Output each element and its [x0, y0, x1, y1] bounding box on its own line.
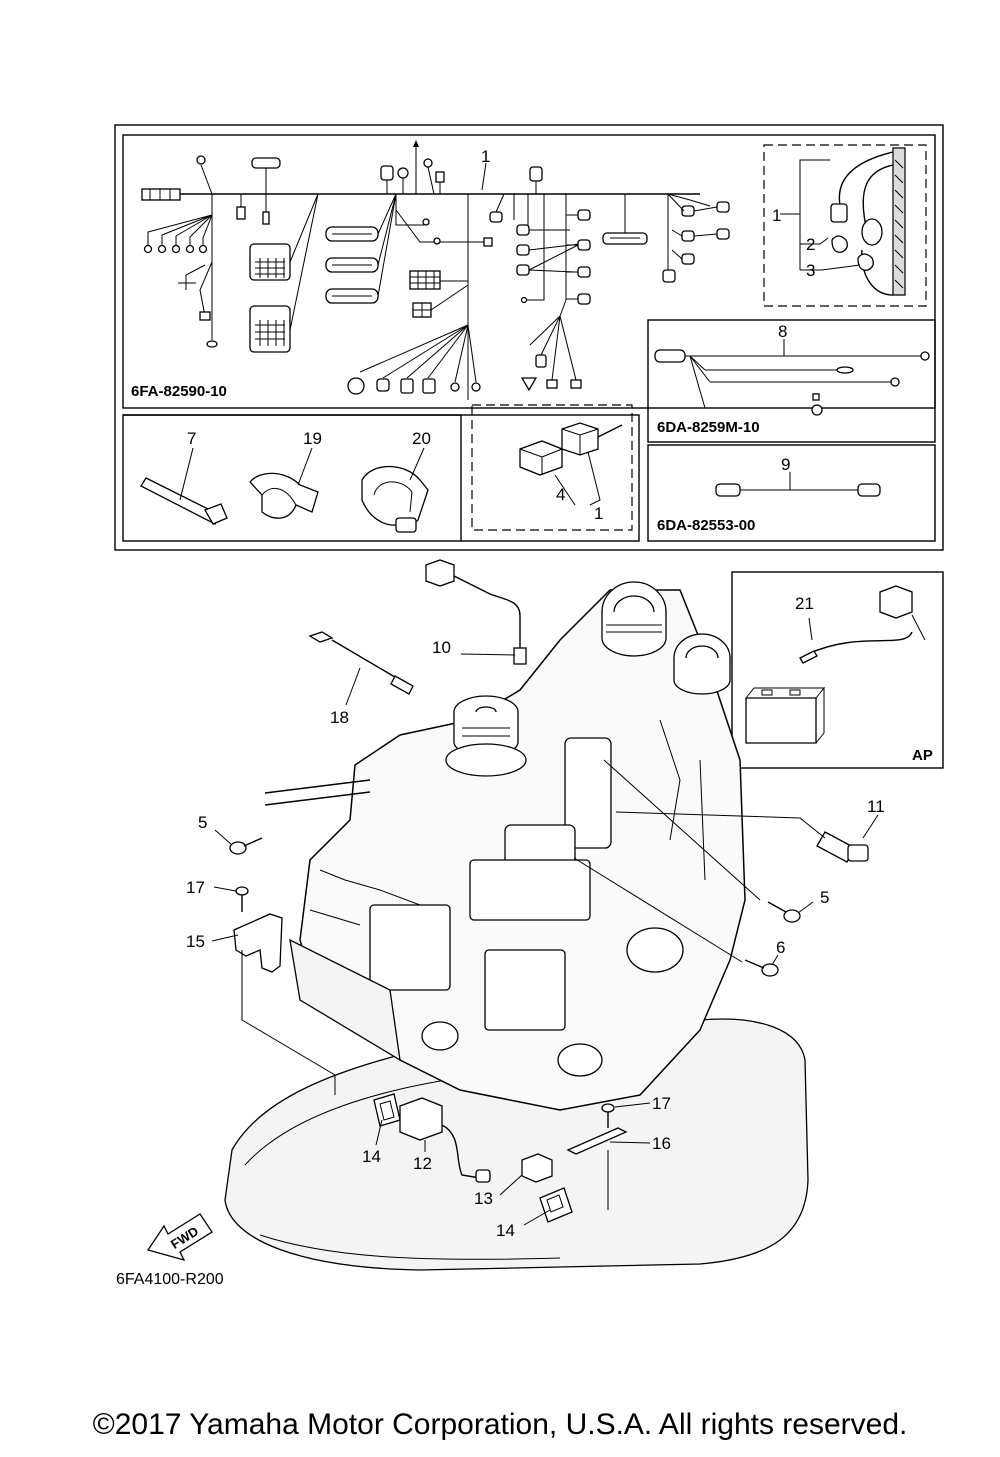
callout-7: 7 [187, 429, 196, 448]
bolt-5-right[interactable] [767, 901, 801, 923]
callout-5-right: 5 [820, 888, 829, 907]
leader-lines [179, 159, 879, 1226]
outboard-engine [224, 581, 809, 1271]
callout-1-battery: 1 [772, 206, 781, 225]
clamp-19[interactable] [249, 472, 319, 519]
callout-10: 10 [432, 638, 451, 657]
battery-cable-set[interactable] [830, 147, 906, 296]
relay-4[interactable] [519, 422, 623, 506]
grommet-14-lower[interactable] [539, 1187, 573, 1223]
callout-18: 18 [330, 708, 349, 727]
clamp-20[interactable] [361, 466, 429, 533]
callout-17-upper: 17 [186, 878, 205, 897]
battery-lead-21[interactable] [799, 585, 926, 664]
kit-code-8: 6DA-8259M-10 [657, 419, 760, 436]
bracket-15[interactable] [233, 913, 283, 973]
callout-1-relay: 1 [594, 504, 603, 523]
temp-sensor-10[interactable] [425, 559, 527, 665]
callout-6: 6 [776, 938, 785, 957]
callout-14-upper: 14 [362, 1147, 381, 1166]
callout-3: 3 [806, 261, 815, 280]
callout-2: 2 [806, 235, 815, 254]
kit-code-main: 6FA-82590-10 [131, 383, 227, 400]
pressure-sensor-11[interactable] [816, 831, 869, 863]
cable-tie-7[interactable] [140, 477, 228, 525]
switch-12[interactable] [399, 1097, 491, 1183]
callout-20: 20 [412, 429, 431, 448]
accessory-box [731, 571, 944, 769]
sensor-18[interactable] [308, 631, 414, 695]
cap-13[interactable] [521, 1153, 553, 1183]
kit-frame [114, 124, 944, 551]
callout-5-left: 5 [198, 813, 207, 832]
bolt-6[interactable] [744, 959, 779, 977]
callout-14-lower: 14 [496, 1221, 515, 1240]
diagram-code: 6FA4100-R200 [116, 1271, 224, 1288]
kit-codes: 6FA-82590-10 6DA-8259M-10 6DA-82553-00 A… [131, 383, 933, 764]
sub-harness-9[interactable] [715, 483, 881, 497]
bracket-16[interactable] [566, 1127, 628, 1155]
bolt-17-lower[interactable] [601, 1103, 615, 1128]
callout-16: 16 [652, 1134, 671, 1153]
grommet-14-upper[interactable] [373, 1093, 401, 1127]
callout-11: 11 [867, 797, 885, 816]
ap-label: AP [912, 747, 933, 764]
bolt-17-upper[interactable] [235, 886, 249, 912]
bolt-5-left[interactable] [229, 837, 263, 855]
copyright-notice: ©2017 Yamaha Motor Corporation, U.S.A. A… [92, 1408, 908, 1441]
callout-15: 15 [186, 932, 205, 951]
callout-13: 13 [474, 1189, 493, 1208]
kit-code-9: 6DA-82553-00 [657, 517, 755, 534]
callout-17-lower: 17 [652, 1094, 671, 1113]
callout-1-main: 1 [481, 147, 490, 166]
callout-4: 4 [556, 485, 565, 504]
callout-21: 21 [795, 594, 814, 613]
main-wire-harness[interactable] [141, 140, 730, 400]
callout-12: 12 [413, 1154, 432, 1173]
callout-8: 8 [778, 322, 787, 341]
sub-harness-8[interactable] [654, 349, 930, 416]
callout-9: 9 [781, 455, 790, 474]
callout-numbers: 1 1 2 3 8 9 4 1 7 19 20 10 18 21 11 5 5 … [186, 147, 885, 1240]
callout-19: 19 [303, 429, 322, 448]
forward-direction-arrow: FWD [146, 1213, 213, 1262]
